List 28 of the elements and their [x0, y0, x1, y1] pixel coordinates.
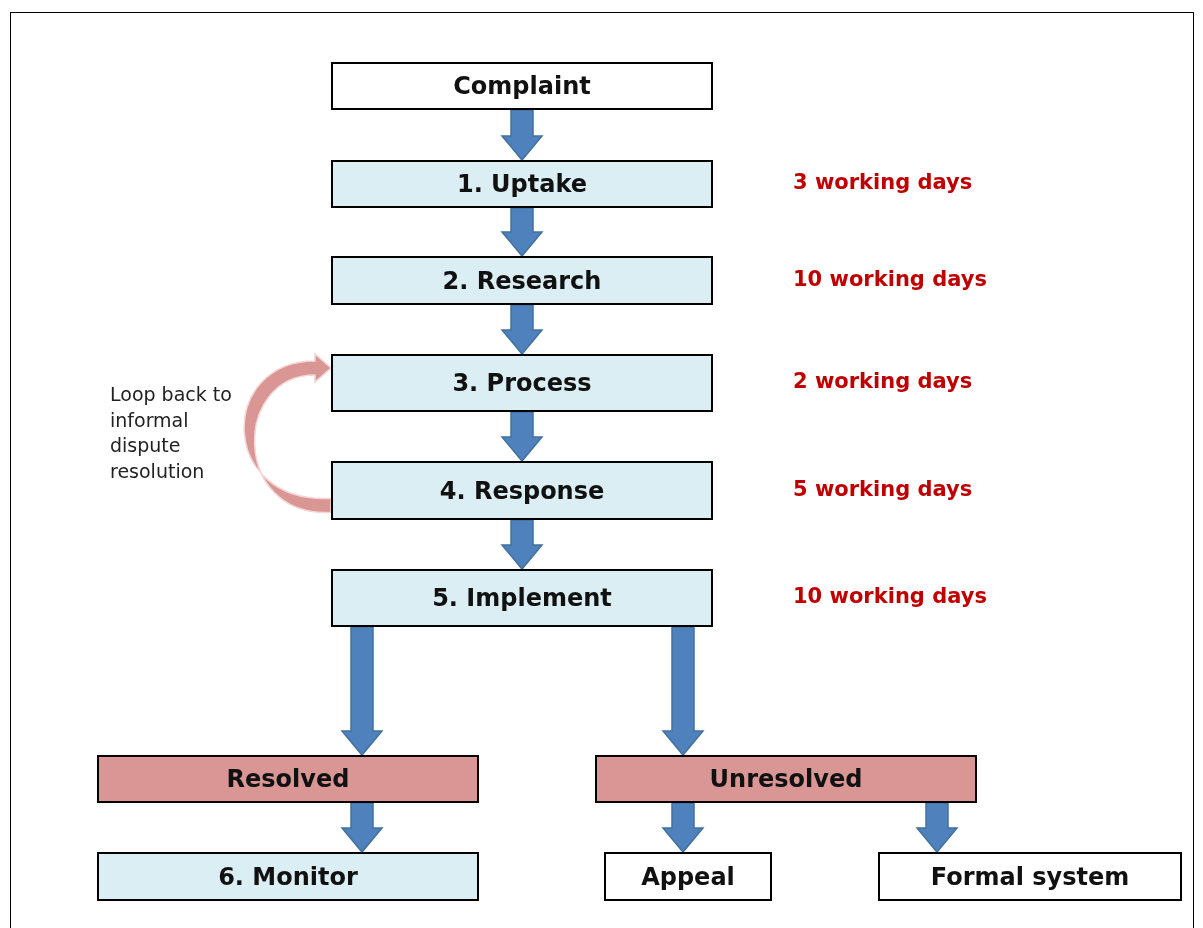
arrow: [340, 626, 384, 757]
arrow: [661, 802, 705, 854]
process-box: Complaint: [331, 62, 713, 110]
step-box: 4. Response: [331, 461, 713, 520]
arrow: [915, 802, 959, 854]
duration-label: 10 working days: [793, 266, 987, 291]
arrow: [500, 519, 544, 571]
process-box: Appeal: [604, 852, 772, 901]
arrow: [500, 411, 544, 463]
duration-label: 3 working days: [793, 170, 973, 194]
process-box: Formal system: [878, 852, 1182, 901]
duration-label: 5 working days: [793, 476, 973, 501]
step-box: 2. Research: [331, 256, 713, 305]
step-box: 5. Implement: [331, 569, 713, 627]
arrow: [500, 207, 544, 258]
edge-label: Loop back to informal dispute resolution: [110, 382, 233, 484]
arrow: [340, 802, 384, 854]
arrow: [500, 304, 544, 356]
duration-label: 2 working days: [793, 369, 973, 393]
arrow: [661, 626, 705, 757]
loop-arrow: [243, 353, 332, 513]
step-box: 6. Monitor: [97, 852, 479, 901]
outcome-box: Unresolved: [595, 755, 977, 803]
outcome-box: Resolved: [97, 755, 479, 803]
step-box: 3. Process: [331, 354, 713, 412]
duration-label: 10 working days: [793, 584, 987, 608]
arrow: [500, 109, 544, 162]
step-box: 1. Uptake: [331, 160, 713, 208]
